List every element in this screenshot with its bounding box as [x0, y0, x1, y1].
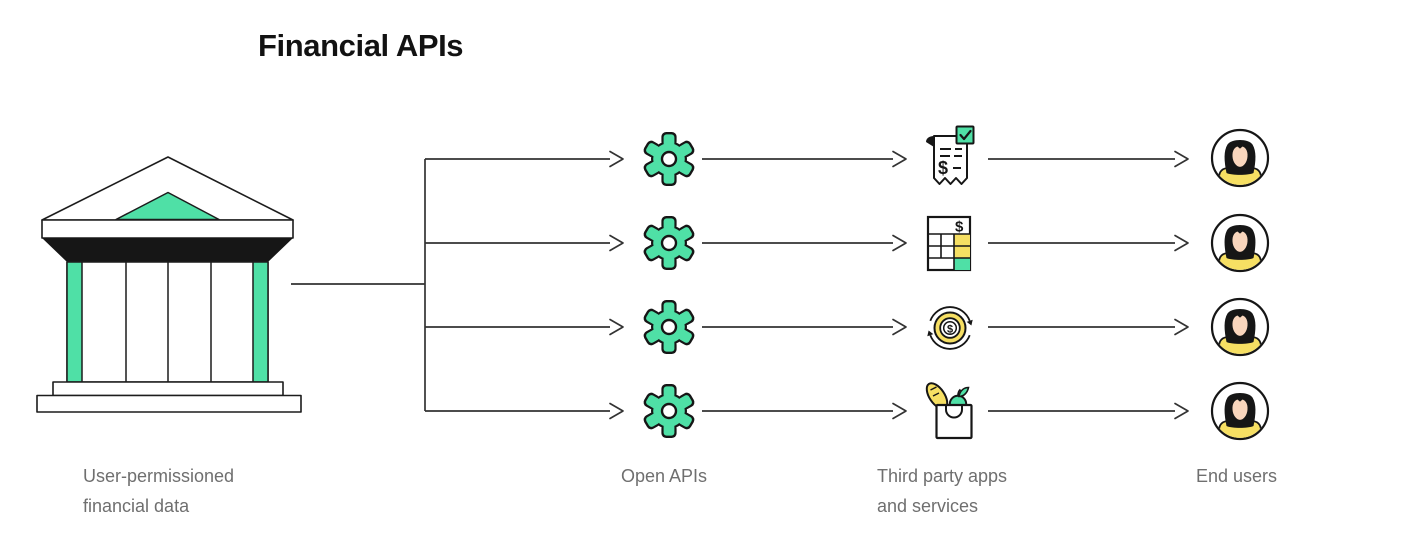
arrowhead-icon [892, 234, 907, 252]
person-avatar-icon [1212, 299, 1268, 355]
caption-open-apis: Open APIs [621, 466, 708, 486]
caption-apps-line1: Third party apps [877, 466, 1008, 486]
caption-third-party-apps: Third party apps and services [877, 461, 1007, 521]
spreadsheet-icon: $ [926, 215, 972, 272]
arrowhead-icon [609, 234, 624, 252]
caption-source-line1: User-permissioned [83, 466, 235, 486]
arrowhead-icon [609, 318, 624, 336]
bank-building-icon [36, 156, 302, 413]
arrowhead-icon [609, 150, 624, 168]
arrowhead-icon [892, 318, 907, 336]
diagram-title: Financial APIs [258, 28, 464, 63]
cycle-arrow-bottom [929, 334, 971, 350]
person-avatar-icon [1212, 383, 1268, 439]
arrowhead-icon [892, 402, 907, 420]
gear-icon [642, 216, 696, 270]
gear-icon [642, 132, 696, 186]
arrowhead-icon [1174, 234, 1189, 252]
receipt-check-icon: $ [926, 125, 975, 185]
arrowhead-icon [1174, 150, 1189, 168]
arrowhead-icon [609, 402, 624, 420]
coin-dollar-sign: $ [947, 323, 953, 335]
checkbox-icon [955, 125, 975, 145]
person-avatar-icon [1212, 130, 1268, 186]
arrowhead-icon [1174, 318, 1189, 336]
gear-icon [642, 300, 696, 354]
bag-handle [945, 405, 963, 419]
gear-icon [642, 384, 696, 438]
caption-source: User-permissioned financial data [83, 461, 234, 521]
bank-column-right [252, 261, 269, 383]
person-avatar-icon [1212, 215, 1268, 271]
bank-frieze [42, 238, 293, 262]
caption-end-users: End users [1196, 466, 1278, 486]
caption-apps-line2: and services [877, 496, 979, 516]
receipt-dollar-sign: $ [938, 158, 948, 178]
checkmark-icon [959, 129, 972, 141]
arrowhead-icon [892, 150, 907, 168]
connector-tree [291, 150, 1189, 420]
caption-source-line2: financial data [83, 496, 190, 516]
arrowhead-icon [1174, 402, 1189, 420]
spreadsheet-dollar-sign: $ [955, 219, 964, 236]
leaf-icon [958, 386, 970, 398]
money-transfer-icon: $ [927, 306, 973, 350]
grocery-bag-icon [925, 382, 973, 440]
bank-column-left [66, 261, 83, 383]
cycle-arrow-top [929, 306, 971, 322]
